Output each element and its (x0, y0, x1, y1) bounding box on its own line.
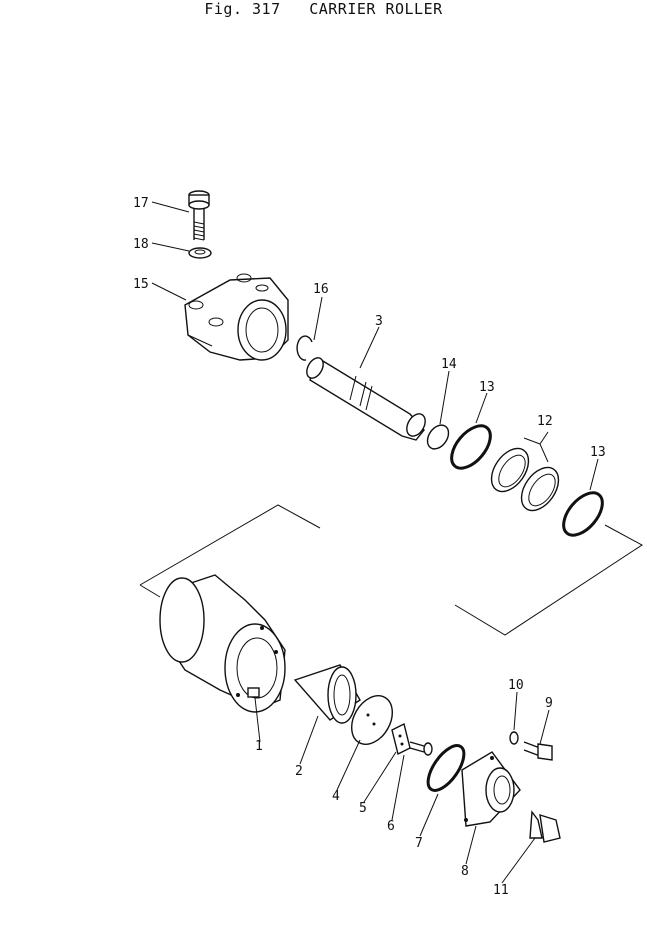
part-9-bolt (523, 741, 553, 761)
callout-3: 3 (375, 314, 383, 329)
leader-lines (151, 201, 599, 884)
part-16-snap-ring (296, 335, 313, 361)
callout-16: 16 (313, 282, 329, 297)
callout-8: 8 (461, 864, 469, 879)
part-6-screw (409, 741, 433, 756)
callout-6: 6 (387, 819, 395, 834)
part-7-o-ring (426, 744, 466, 792)
callout-18: 18 (133, 237, 149, 252)
part-13-o-ring-lower (562, 491, 604, 537)
callout-4: 4 (332, 789, 340, 804)
part-5-lock-plate (391, 722, 411, 756)
part-3-shaft (306, 356, 426, 441)
part-14-o-ring (426, 424, 450, 450)
part-1-roller-body (159, 574, 286, 713)
callout-15: 15 (133, 277, 149, 292)
part-2-bushing (293, 664, 361, 724)
callout-12: 12 (537, 414, 553, 429)
part-12-floating-seals (490, 447, 560, 512)
callout-13-lower: 13 (590, 445, 606, 460)
callout-11: 11 (493, 883, 509, 898)
part-18-washer (188, 247, 212, 259)
part-11-plug (529, 810, 561, 843)
assembly-frame-lines (139, 504, 643, 636)
part-15-bracket (184, 273, 289, 361)
callout-9: 9 (545, 696, 553, 711)
callout-7: 7 (415, 836, 423, 851)
part-10-lock-washer (509, 731, 519, 745)
part-17-bolt (188, 190, 210, 241)
callout-17: 17 (133, 196, 149, 211)
figure-title: Fig. 317 CARRIER ROLLER (204, 0, 443, 18)
callout-10: 10 (508, 678, 524, 693)
callout-labels: 17 18 15 16 3 14 13 12 13 1 2 4 5 6 7 8 … (133, 196, 606, 898)
callout-5: 5 (359, 801, 367, 816)
callout-2: 2 (295, 764, 303, 779)
callout-13-upper: 13 (479, 380, 495, 395)
part-13-o-ring-upper (450, 424, 492, 470)
callout-14: 14 (441, 357, 457, 372)
part-8-end-cover (461, 751, 521, 827)
callout-1: 1 (255, 739, 263, 754)
